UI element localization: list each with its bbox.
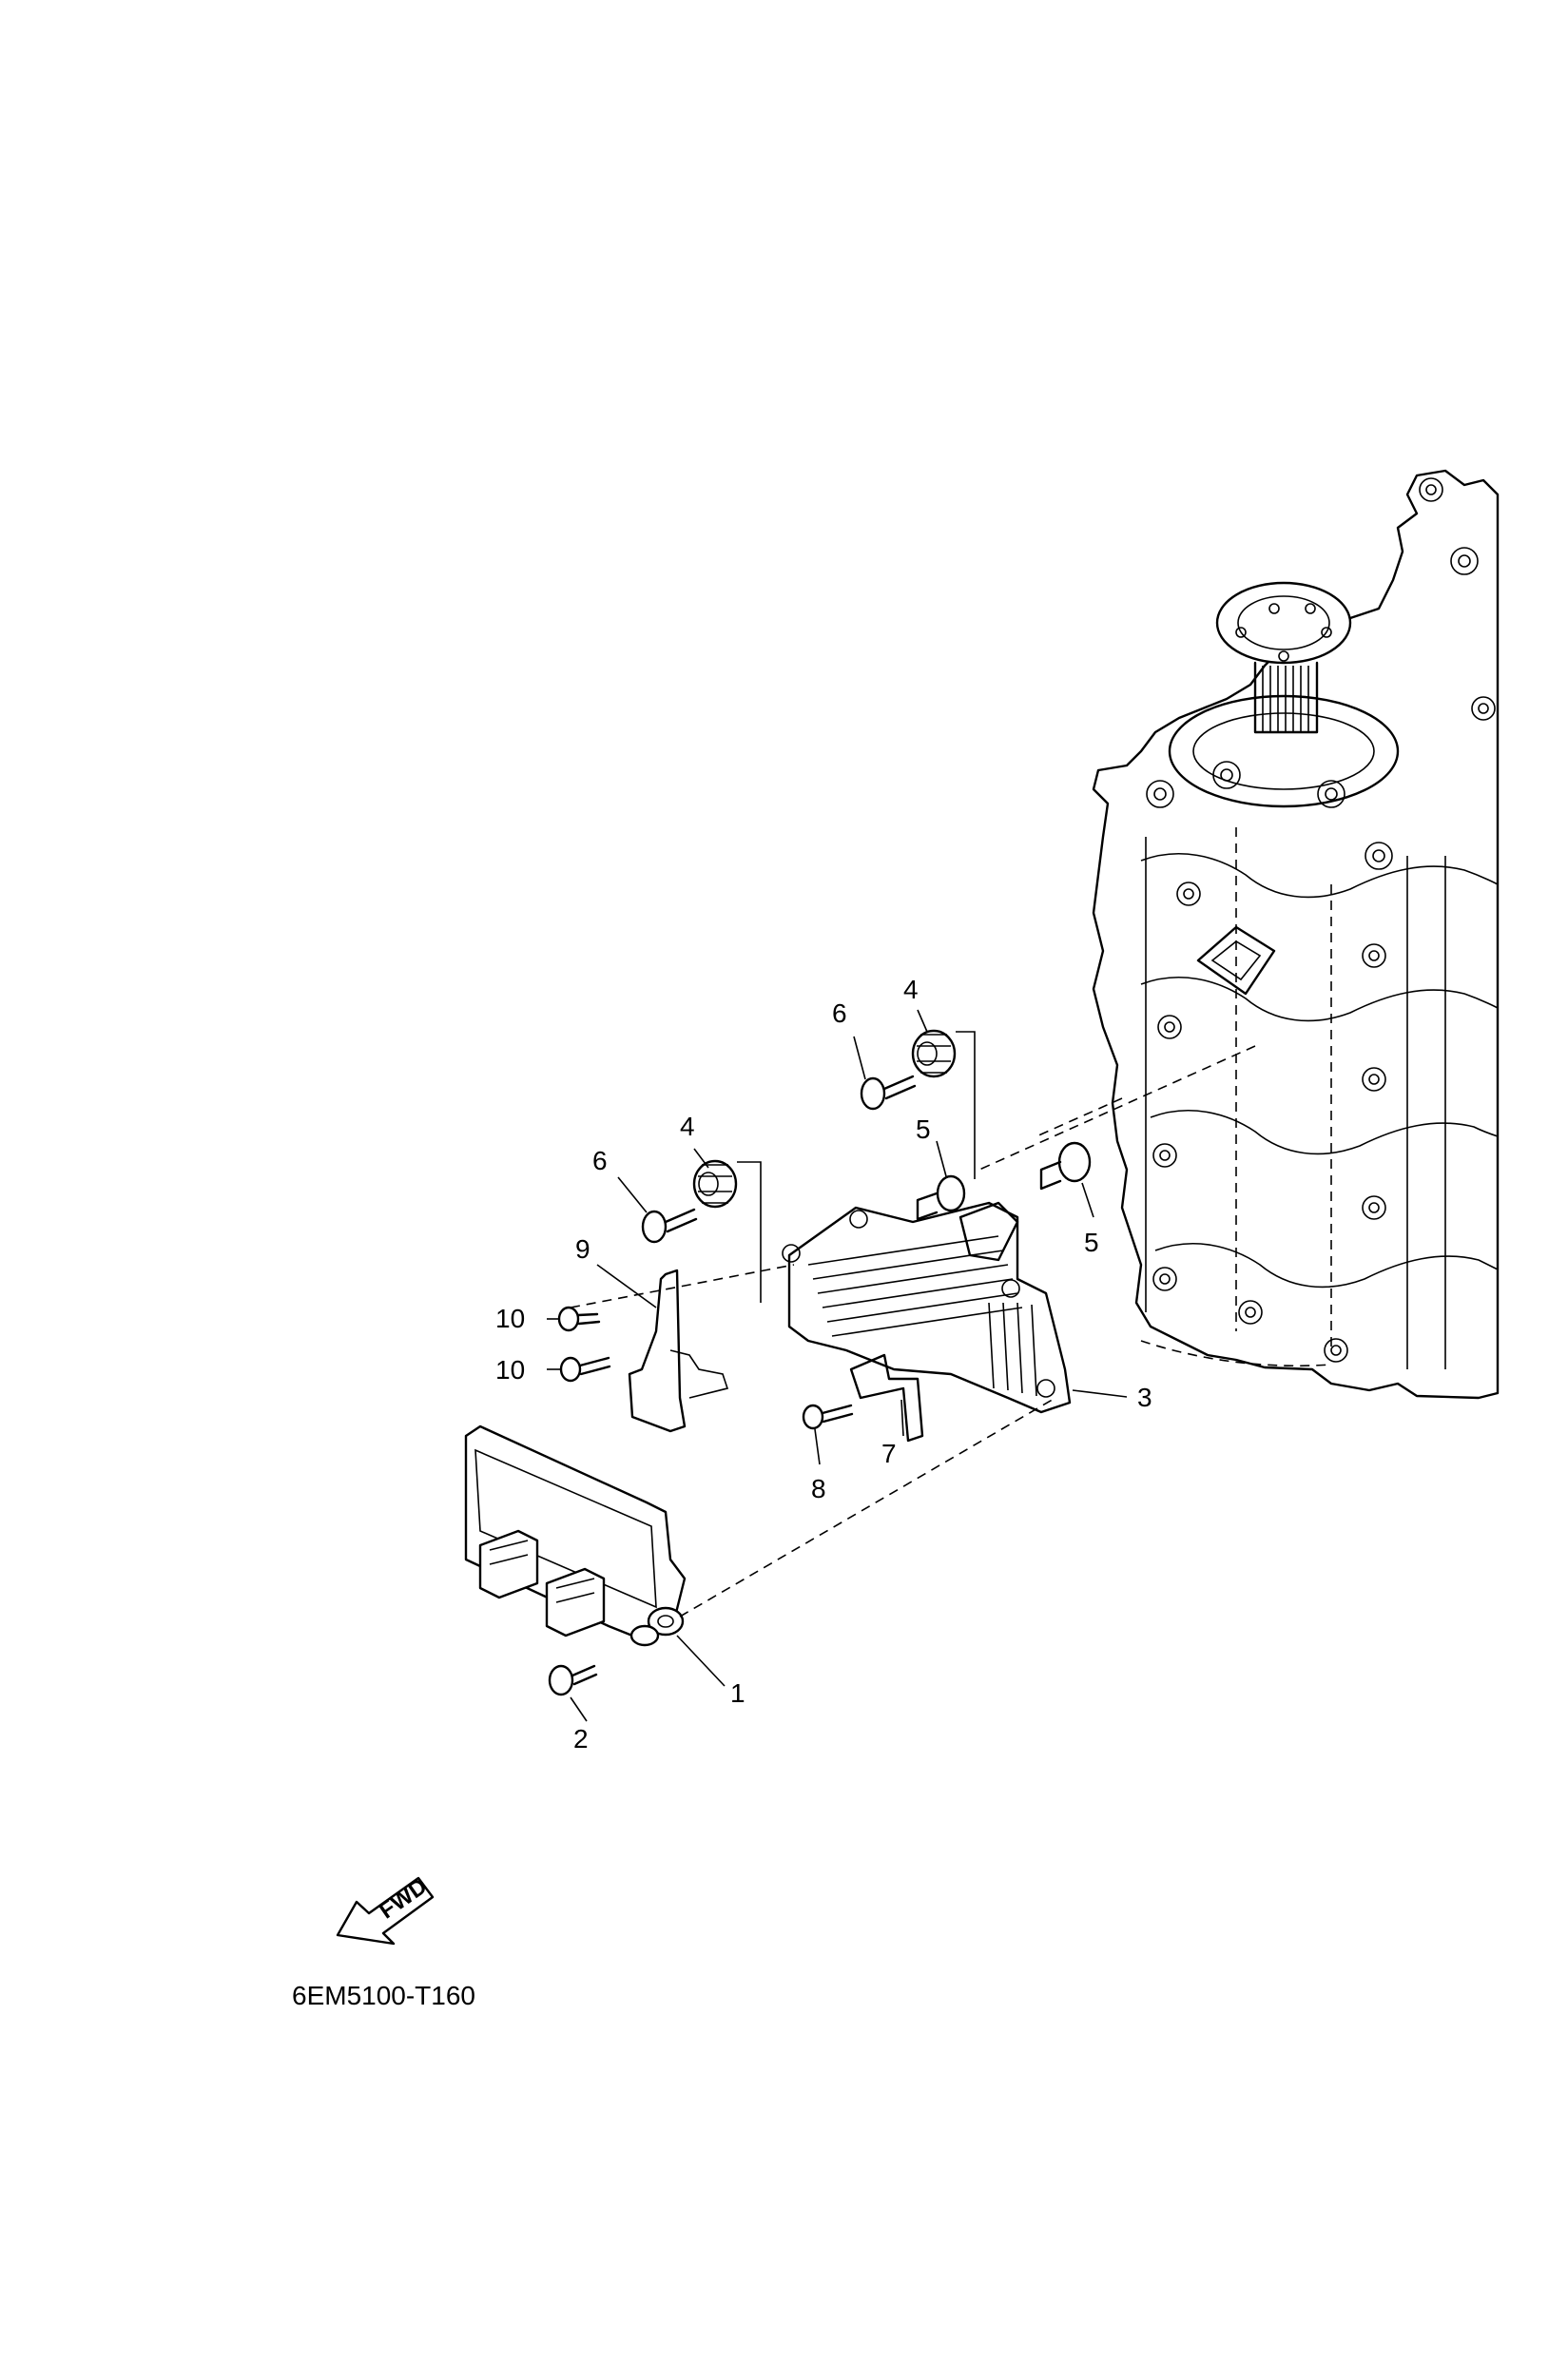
callout-8: 8	[811, 1474, 826, 1503]
callout-4-lower: 4	[680, 1112, 695, 1141]
alignment-line	[679, 1397, 1056, 1618]
ecu-unit	[464, 1424, 687, 1647]
grommet-guide-line	[956, 1031, 976, 1179]
callout-10-lower: 10	[495, 1355, 525, 1385]
callout-4-upper: 4	[903, 975, 919, 1004]
drawing-code: 6EM5100-T160	[292, 1981, 475, 2010]
callout-10-upper: 10	[495, 1304, 525, 1333]
alignment-line	[978, 1045, 1256, 1171]
flange-bolt-lower	[641, 1208, 698, 1244]
callout-5-right: 5	[1084, 1228, 1099, 1257]
ecm-bracket	[782, 1201, 1072, 1414]
engine-block	[1092, 469, 1500, 1400]
callout-3: 3	[1137, 1383, 1152, 1412]
screw-lower	[559, 1356, 611, 1383]
clip-bracket	[849, 1353, 924, 1443]
left-down-arrow-icon: FWD	[336, 1873, 435, 1946]
collar-left	[916, 1174, 966, 1221]
callout-2: 2	[573, 1724, 589, 1754]
callouts: 1 2 3 4 4 5 5 6 6 7 8 9 10 10	[495, 975, 1152, 1754]
collar-right	[1039, 1141, 1092, 1191]
alignment-line	[1036, 1097, 1123, 1137]
grommet-guide-line	[737, 1161, 762, 1303]
flange-bolt-upper	[860, 1075, 917, 1111]
mounting-plate	[628, 1269, 729, 1433]
callout-7: 7	[881, 1439, 897, 1468]
grommet-upper	[911, 1029, 957, 1078]
ecu-bolt	[548, 1664, 598, 1696]
callout-9: 9	[575, 1234, 590, 1264]
screw-small	[802, 1404, 854, 1430]
callout-6-lower: 6	[592, 1146, 608, 1175]
grommet-lower	[692, 1159, 738, 1209]
callout-5-left: 5	[916, 1114, 931, 1144]
callout-6-upper: 6	[832, 998, 847, 1028]
callout-1: 1	[730, 1678, 745, 1708]
screw-upper	[557, 1306, 601, 1332]
alignment-line	[570, 1264, 795, 1308]
